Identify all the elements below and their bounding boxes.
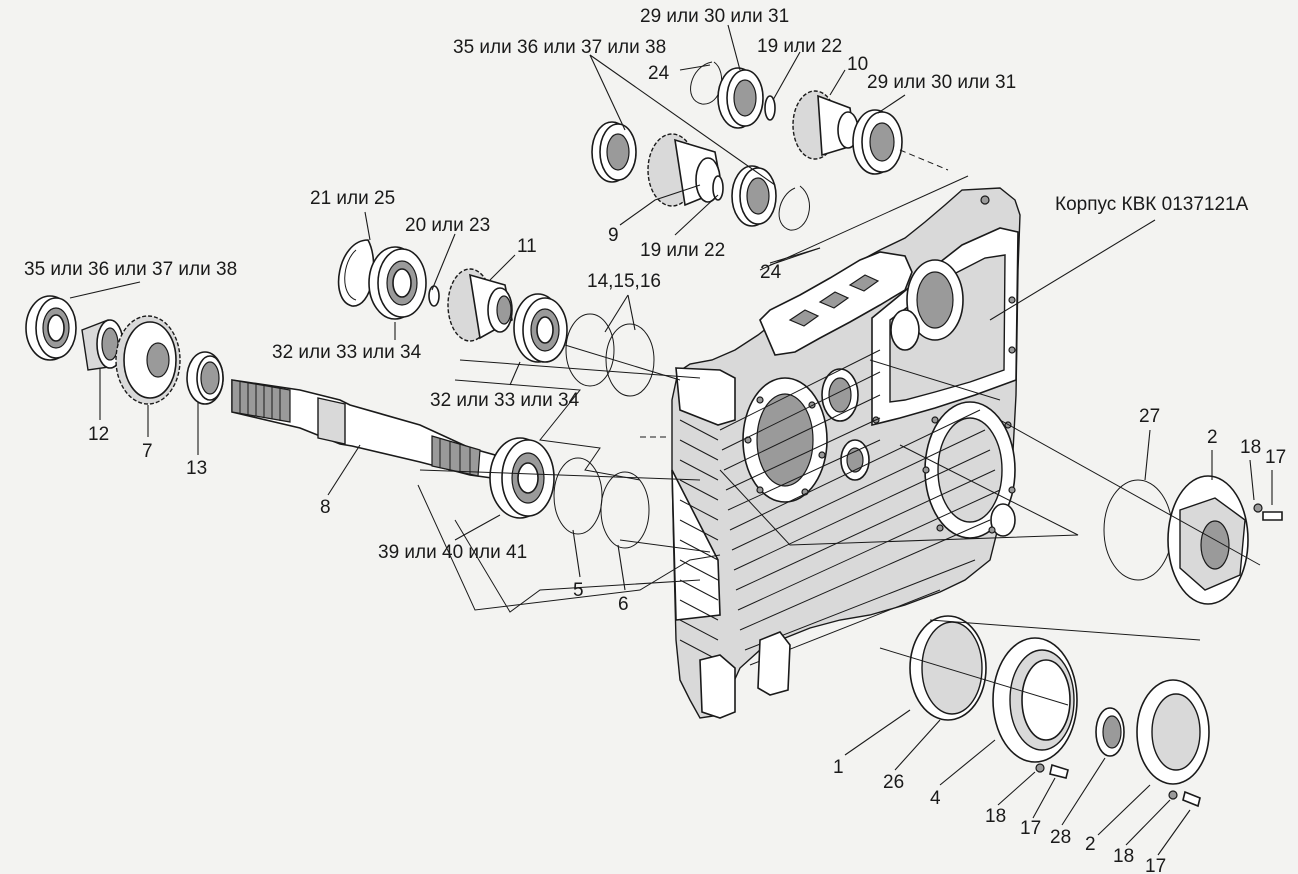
label-8: 8: [320, 497, 331, 518]
label-20-23: 20 или 23: [405, 215, 490, 236]
assembly-lines: [417, 149, 1261, 706]
label-32-34-upper: 32 или 33 или 34: [272, 342, 422, 363]
label-17-bottom: 17: [1145, 856, 1166, 874]
label-32-34-lower: 32 или 33 или 34: [430, 390, 580, 411]
bolt-17-mid: [1035, 763, 1069, 779]
cover-2-top: [1167, 475, 1249, 605]
cover-2-bottom: [1136, 679, 1210, 785]
bearing-32-34-lower: [513, 293, 568, 363]
bolt-17-bottom: [1168, 790, 1201, 808]
label-14-15-16: 14,15,16: [587, 271, 661, 292]
bearing-35-38-upper: [591, 121, 637, 183]
label-26: 26: [883, 772, 904, 793]
label-18-bottom: 18: [1113, 846, 1134, 867]
label-24-top: 24: [648, 63, 670, 84]
label-27: 27: [1139, 406, 1160, 427]
label-12: 12: [88, 424, 109, 445]
label-5: 5: [573, 580, 584, 601]
label-29-30-31-right: 29 или 30 или 31: [867, 72, 1016, 93]
bearing-35-38-right: [731, 165, 777, 227]
label-housing: Корпус КВК 0137121А: [1055, 194, 1249, 215]
clip-19-22-upper: [764, 95, 776, 121]
leader-lines: [69, 24, 1273, 856]
ring-13: [186, 351, 224, 405]
clip-20-23: [428, 285, 440, 307]
circlip-21-25: [337, 239, 375, 307]
label-13: 13: [186, 458, 207, 479]
gear-9: [647, 133, 723, 207]
label-18-top: 18: [1240, 437, 1261, 458]
callout-labels: 29 или 30 или 31 19 или 22 35 или 36 или…: [24, 6, 1286, 874]
label-10: 10: [847, 54, 868, 75]
housing-ribs: [679, 349, 1001, 666]
gear-7: [115, 315, 181, 405]
label-35-38-left: 35 или 36 или 37 или 38: [24, 259, 237, 280]
label-39-40-41: 39 или 40 или 41: [378, 542, 527, 563]
label-9: 9: [608, 225, 619, 246]
shaft-splines: [239, 382, 471, 474]
bearing-35-38-left: [25, 295, 77, 361]
label-6: 6: [618, 594, 629, 615]
cover-4: [992, 637, 1078, 763]
circlip-24-lower: [778, 185, 810, 231]
label-2-top: 2: [1207, 427, 1218, 448]
gear-10: [792, 90, 859, 160]
rings-14-16: [565, 313, 655, 397]
gear-11: [447, 268, 513, 342]
clip-19-22-lower: [712, 175, 724, 201]
bearing-39-41: [489, 437, 555, 519]
circlip-24-upper: [690, 61, 723, 105]
label-1: 1: [833, 757, 844, 778]
label-28: 28: [1050, 827, 1071, 848]
label-18-mid: 18: [985, 806, 1006, 827]
gasket-1: [909, 615, 987, 721]
label-21-25: 21 или 25: [310, 188, 395, 209]
label-35-38-top: 35 или 36 или 37 или 38: [453, 37, 666, 58]
housing: [671, 187, 1021, 719]
label-17-top: 17: [1265, 447, 1286, 468]
label-17-mid: 17: [1020, 818, 1041, 839]
bearing-29-31-right: [852, 109, 903, 175]
label-2-bottom: 2: [1085, 834, 1096, 855]
rings-5-6: [553, 457, 650, 549]
bearing-32-34-upper: [368, 246, 427, 320]
shaft-8: [231, 379, 496, 479]
bolt-17-top: [1253, 503, 1283, 521]
label-4: 4: [930, 788, 941, 809]
label-11: 11: [517, 236, 537, 257]
seal-ring-27: [1103, 479, 1173, 581]
seal-28: [1095, 707, 1125, 757]
label-19-22-top: 19 или 22: [757, 36, 842, 57]
label-7: 7: [142, 441, 153, 462]
label-24-mid: 24: [760, 262, 782, 283]
bearing-29-31-left: [717, 67, 764, 129]
label-29-30-31-top: 29 или 30 или 31: [640, 6, 789, 27]
label-19-22-mid: 19 или 22: [640, 240, 725, 261]
